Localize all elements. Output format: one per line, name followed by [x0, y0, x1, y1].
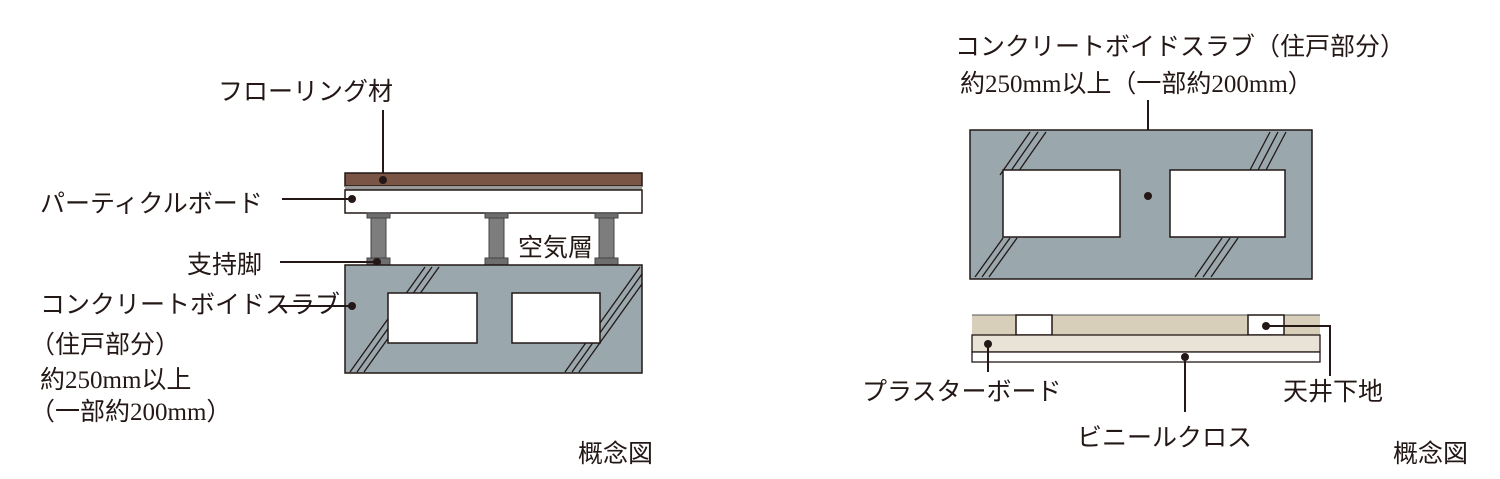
ceiling-base-layer: [972, 315, 1320, 335]
support-leg-dot: [373, 258, 381, 266]
air-layer-label: 空気層: [518, 234, 593, 262]
flooring-layer: [344, 172, 643, 187]
vinyl-cloth-layer: [971, 351, 1321, 363]
void-hole: [511, 292, 601, 344]
ceiling-joist-gap: [1015, 314, 1053, 336]
support-leg: [594, 212, 619, 266]
void-hole: [387, 292, 478, 344]
plaster-board-layer: [971, 334, 1321, 353]
slab-label-line: （一部約200mm）: [30, 398, 231, 426]
concept-note: 概念図: [1393, 440, 1468, 468]
flooring-dot: [379, 176, 387, 184]
ceiling-base-label: 天井下地: [1283, 378, 1383, 406]
left-floor-diagram: フローリング材 パーティクルボード 空気層: [30, 78, 653, 468]
support-legs: [366, 212, 619, 266]
particle-board-dot: [348, 195, 356, 203]
slab-dot: [1144, 192, 1152, 200]
slab-label-line: 約250mm以上（一部約200mm）: [960, 70, 1313, 98]
vinyl-cloth-label: ビニールクロス: [1077, 424, 1252, 452]
particle-board-layer: [344, 189, 643, 214]
support-leg: [484, 212, 509, 266]
right-ceiling-diagram: コンクリートボイドスラブ（住戸部分） 約250mm以上（一部約200mm） プラ…: [862, 33, 1468, 468]
flooring-label: フローリング材: [218, 78, 393, 106]
slab-label-line: コンクリートボイドスラブ: [40, 291, 340, 319]
concept-note: 概念図: [578, 440, 653, 468]
support-leg: [366, 212, 391, 266]
slab-label-line: コンクリートボイドスラブ（住戸部分）: [955, 33, 1405, 61]
concrete-hatch: [974, 131, 1287, 278]
plaster-board-label: プラスターボード: [862, 378, 1062, 406]
slab-label-line: （住戸部分）: [30, 331, 180, 359]
particle-board-label: パーティクルボード: [40, 191, 263, 218]
slab-label-line: 約250mm以上: [40, 366, 191, 394]
ceiling-base-leader: [1266, 325, 1331, 376]
void-hole: [1002, 169, 1121, 238]
flooring-underlay: [345, 186, 642, 190]
support-leg-label: 支持脚: [187, 251, 262, 279]
slab-dot: [348, 302, 356, 310]
void-hole: [1169, 169, 1286, 238]
